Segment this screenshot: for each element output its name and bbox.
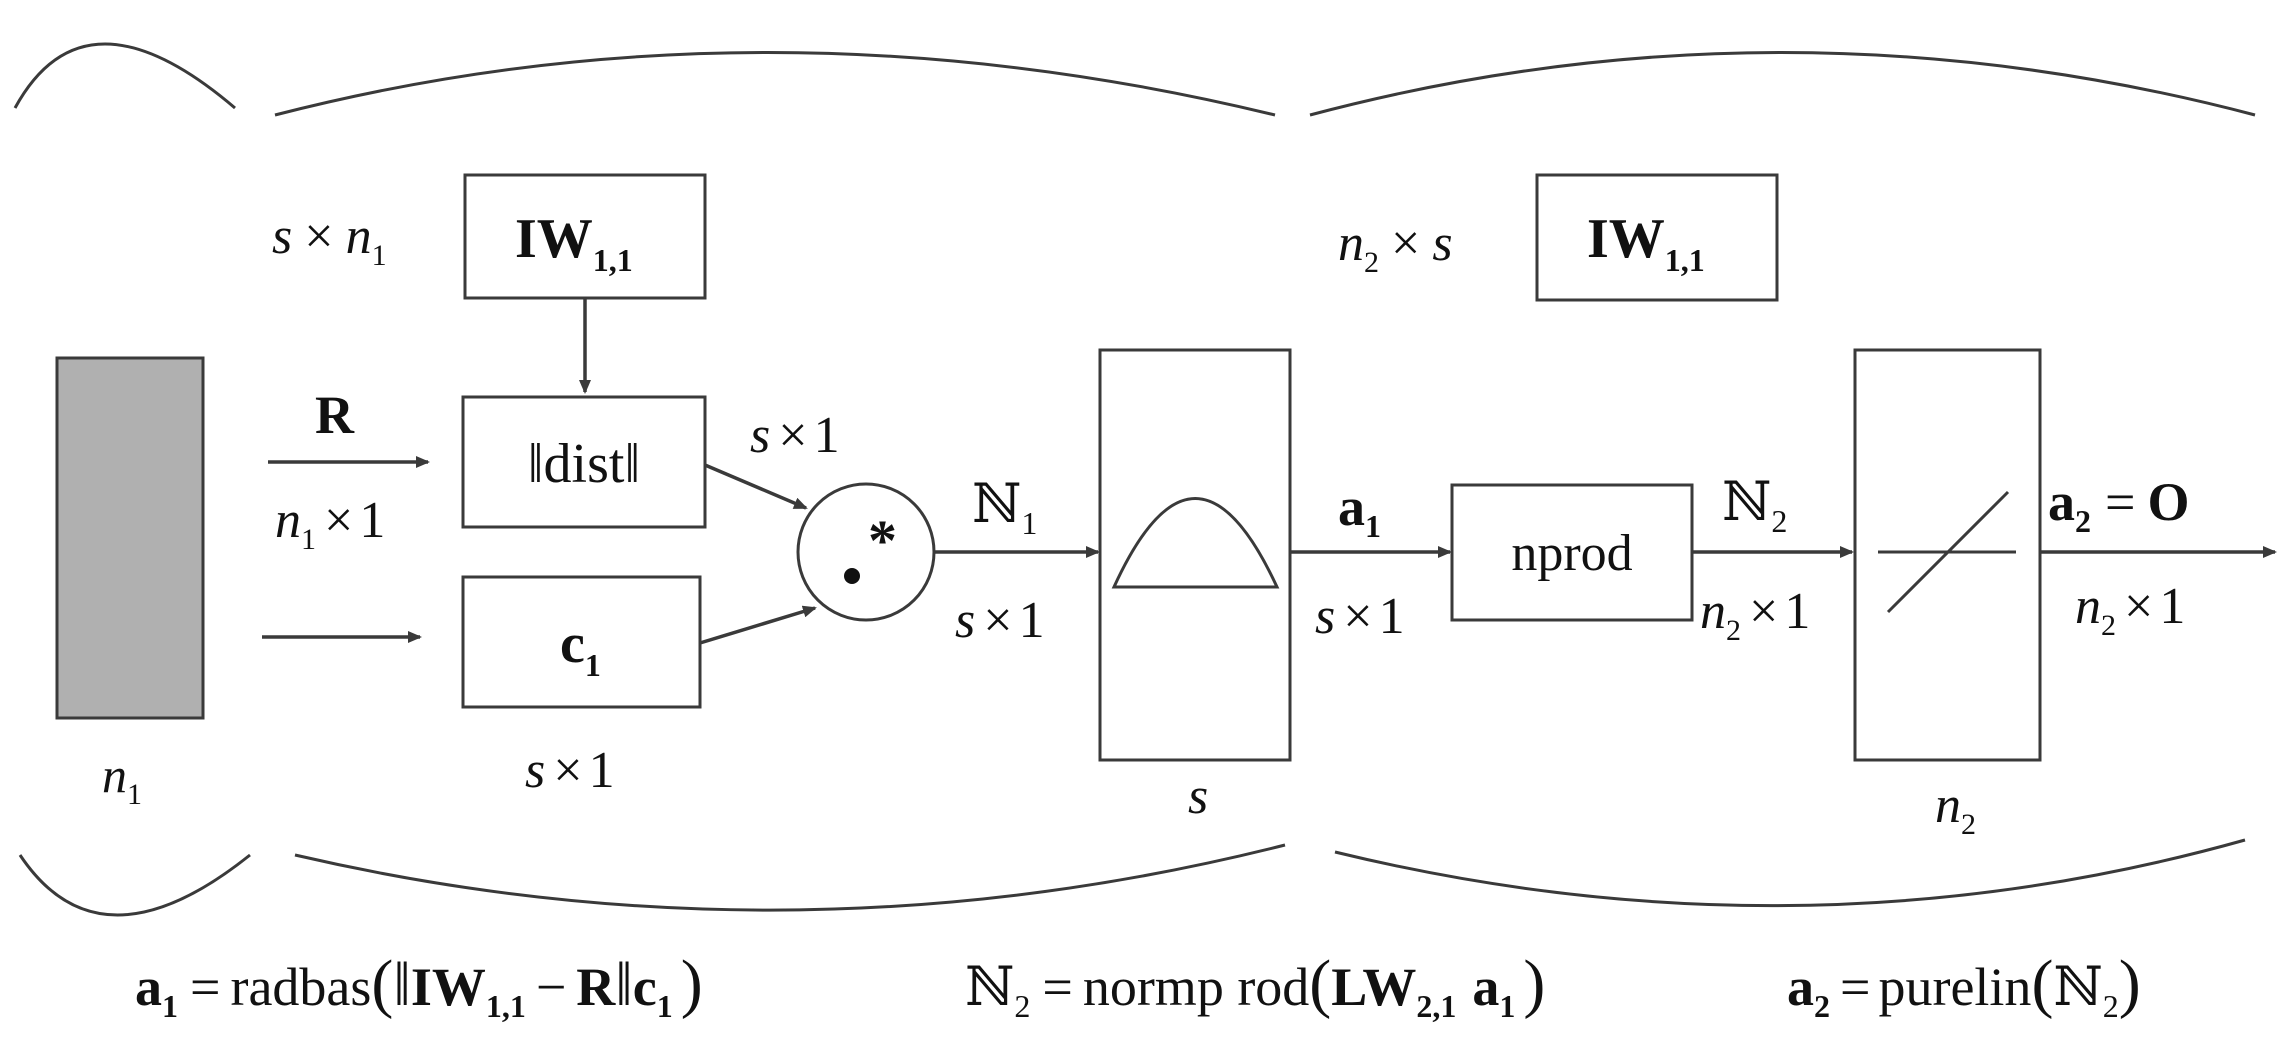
purelin-box-label: n2 bbox=[1935, 777, 1976, 841]
product-node bbox=[796, 482, 936, 622]
radbas-curve-icon bbox=[1111, 497, 1280, 589]
input-r-label: R bbox=[315, 385, 355, 445]
product-dot-icon bbox=[844, 568, 860, 584]
layer1-net-dim: s×1 bbox=[955, 592, 1045, 649]
top-brace-layer2 bbox=[1309, 51, 2256, 117]
dist-label: ‖dist‖ bbox=[528, 433, 640, 495]
purelin-transfer-box bbox=[1853, 348, 2042, 762]
layer1-net-label: ℕ1 bbox=[972, 474, 1037, 541]
layer2-output-dim: n2×1 bbox=[2075, 578, 2185, 642]
equation-layer1: a1=radbas(‖IW1,1−R‖c1) bbox=[135, 947, 703, 1024]
bottom-brace-layer2 bbox=[1334, 838, 2246, 908]
input-r-dim: n1×1 bbox=[275, 492, 385, 556]
layer1-weight-label: IW1,1 bbox=[515, 208, 633, 278]
purelin-line-icon bbox=[1886, 490, 2010, 614]
layer1-weight-box bbox=[463, 173, 707, 300]
layer2-weight-box bbox=[1535, 173, 1779, 302]
nprod-label: nprod bbox=[1511, 525, 1632, 582]
dist-dim: s×1 bbox=[750, 407, 840, 464]
nprod-box bbox=[1450, 483, 1694, 622]
top-brace-layer1 bbox=[274, 51, 1276, 117]
layer2-input-label: a1 bbox=[1338, 477, 1381, 544]
input-block-label: n1 bbox=[102, 747, 142, 811]
equation-layer2-output: a2=purelin(ℕ2) bbox=[1787, 947, 2141, 1024]
input-block bbox=[55, 356, 205, 720]
radbas-box-label: s bbox=[1188, 768, 1208, 825]
bias-box bbox=[461, 575, 702, 709]
layer2-net-label: ℕ2 bbox=[1722, 472, 1787, 539]
arrow-dist-to-product bbox=[704, 463, 808, 510]
arrow-bias-to-product bbox=[699, 605, 817, 645]
top-brace-input bbox=[13, 42, 236, 110]
layer1-weight-dim: s×n1 bbox=[272, 208, 387, 272]
layer2-net-dim: n2×1 bbox=[1700, 583, 1810, 647]
bottom-brace-layer1 bbox=[294, 843, 1286, 912]
layer2-output-label: a2=O bbox=[2048, 472, 2189, 539]
layer2-weight-label: IW1,1 bbox=[1587, 208, 1705, 278]
bottom-brace-input bbox=[18, 853, 251, 917]
product-star-icon: * bbox=[868, 508, 897, 573]
dist-box bbox=[461, 395, 707, 529]
layer2-input-dim: s×1 bbox=[1315, 588, 1405, 645]
bias-dim: s×1 bbox=[525, 742, 615, 799]
bias-label: c1 bbox=[560, 613, 601, 683]
layer2-weight-dim: n2×s bbox=[1338, 215, 1453, 279]
